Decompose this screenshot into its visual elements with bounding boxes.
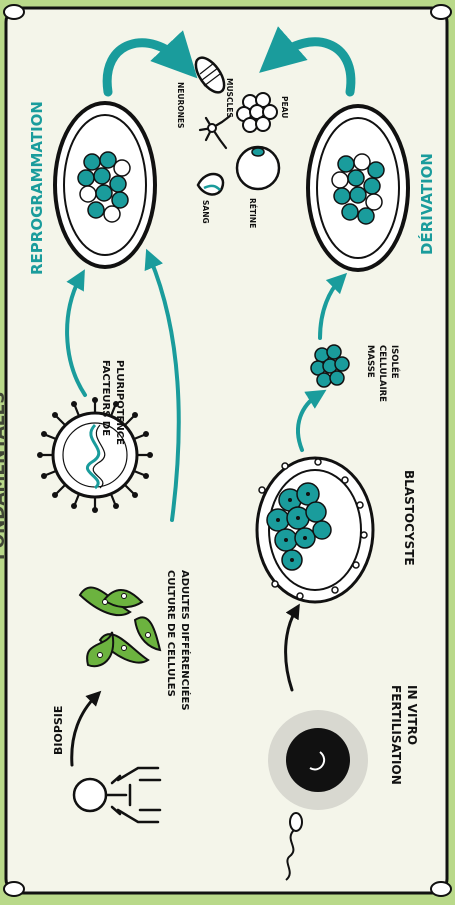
label-culture-line1: CULTURE DE CELLULES xyxy=(165,570,176,697)
label-masse-line3: ISOLÉE xyxy=(389,345,401,379)
petri-dish-reprogrammation xyxy=(55,103,155,267)
petri-dish-derivation xyxy=(308,106,408,270)
label-masse-line1: MASSE xyxy=(365,345,375,378)
blastocyst-icon xyxy=(257,458,373,602)
label-fertilisation-line1: FERTILISATION xyxy=(389,685,403,785)
label-muscles: MUSCLES xyxy=(225,78,234,118)
label-sang: SANG xyxy=(201,200,210,224)
label-peau: PEAU xyxy=(280,96,289,118)
label-masse-line2: CELLULAIRE xyxy=(377,345,387,402)
label-culture-line2: ADULTES DIFFÉRENCIÉES xyxy=(179,570,192,711)
label-facteurs-line1: FACTEURS DE xyxy=(100,360,111,436)
label-retine: RÉTINE xyxy=(248,198,257,228)
header-partial: FONDAMENTALES xyxy=(0,392,9,560)
label-reprogrammation: REPROGRAMMATION xyxy=(28,101,46,275)
label-biopsie: BIOPSIE xyxy=(52,706,65,755)
corner-pin-top-right xyxy=(431,5,451,19)
corner-pin-bottom-right xyxy=(431,882,451,896)
label-facteurs-line2: PLURIPOTENCE xyxy=(114,360,125,445)
label-blastocyste: BLASTOCYSTE xyxy=(402,470,416,566)
corner-pin-top-left xyxy=(4,5,24,19)
virus-icon xyxy=(37,397,153,513)
label-fertilisation-line2: IN VITRO xyxy=(405,685,419,745)
label-neurones: NEURONES xyxy=(176,82,185,128)
retina-cell-icon xyxy=(237,147,279,189)
label-derivation: DÉRIVATION xyxy=(417,153,436,255)
corner-pin-bottom-left xyxy=(4,882,24,896)
